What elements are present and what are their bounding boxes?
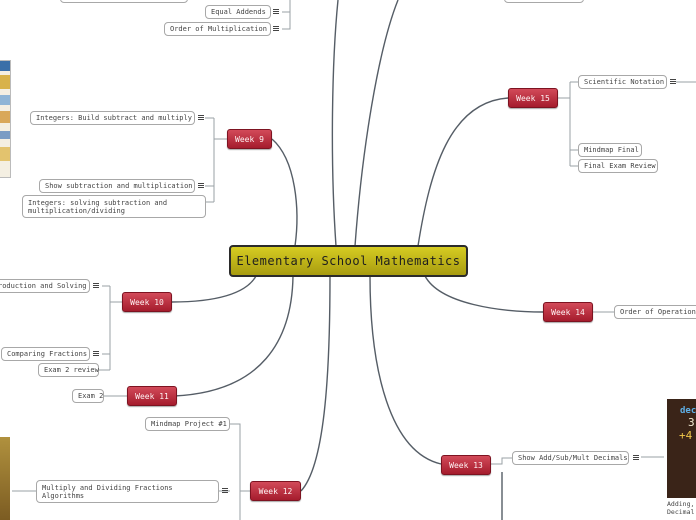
- menu-icon[interactable]: [222, 488, 228, 494]
- topic-mindmap-project-1[interactable]: Mindmap Project #1: [145, 417, 230, 431]
- week-node-15[interactable]: Week 15: [508, 88, 558, 108]
- decimals-image-thumbnail[interactable]: deci 3 +4: [667, 399, 696, 498]
- week-node-14[interactable]: Week 14: [543, 302, 593, 322]
- topic-node-partial-top-right[interactable]: [504, 0, 584, 3]
- topic-show-add-sub-mult-decimals[interactable]: Show Add/Sub/Mult Decimals: [512, 451, 629, 465]
- menu-icon[interactable]: [670, 79, 676, 85]
- topic-order-of-multiplication-label: Order of Multiplication: [170, 25, 267, 33]
- week-node-label: Week 14: [551, 308, 585, 317]
- week-node-label: Week 13: [449, 461, 483, 470]
- topic-equal-addends-label: Equal Addends: [211, 8, 266, 16]
- menu-icon[interactable]: [93, 351, 99, 357]
- topic-final-exam-review[interactable]: Final Exam Review: [578, 159, 658, 173]
- topic-exam-2-review[interactable]: Exam 2 review: [38, 363, 99, 377]
- topic-scientific-notation-label: Scientific Notation: [584, 78, 664, 86]
- topic-mindmap-project-1-label: Mindmap Project #1: [151, 420, 227, 428]
- topic-mindmap-final-label: Mindmap Final: [584, 146, 639, 154]
- topic-introduction-solving-label: roduction and Solving: [0, 282, 87, 290]
- topic-exam-2[interactable]: Exam 2: [72, 389, 104, 403]
- week-node-label: Week 12: [259, 487, 293, 496]
- topic-introduction-solving[interactable]: roduction and Solving: [0, 279, 90, 293]
- topic-equal-addends[interactable]: Equal Addends: [205, 5, 271, 19]
- menu-icon[interactable]: [273, 9, 279, 15]
- week-node-label: Week 10: [130, 298, 164, 307]
- topic-order-of-multiplication[interactable]: Order of Multiplication: [164, 22, 271, 36]
- week-node-13[interactable]: Week 13: [441, 455, 491, 475]
- week-node-label: Week 11: [135, 392, 169, 401]
- week-node-12[interactable]: Week 12: [250, 481, 301, 501]
- thumbnail-text-top: deci: [680, 406, 696, 416]
- thumbnail-text-bot: +4: [679, 429, 692, 442]
- week-node-11[interactable]: Week 11: [127, 386, 177, 406]
- week-node-label: Week 9: [235, 135, 264, 144]
- topic-integers-solving[interactable]: Integers: solving subtraction and multip…: [22, 195, 206, 218]
- thumbnail-text-mid: 3: [688, 416, 695, 429]
- topic-scientific-notation[interactable]: Scientific Notation: [578, 75, 667, 89]
- menu-icon[interactable]: [633, 455, 639, 461]
- topic-integers-build-label: Integers: Build subtract and multiply: [36, 114, 192, 122]
- topic-show-subtraction-multiplication[interactable]: Show subtraction and multiplication: [39, 179, 195, 193]
- topic-integers-build[interactable]: Integers: Build subtract and multiply: [30, 111, 195, 125]
- topic-order-of-operations[interactable]: Order of Operations: [614, 305, 696, 319]
- menu-icon[interactable]: [198, 183, 204, 189]
- menu-icon[interactable]: [273, 26, 279, 32]
- topic-integers-solving-label: Integers: solving subtraction and multip…: [28, 199, 200, 215]
- week-node-9[interactable]: Week 9: [227, 129, 272, 149]
- topic-exam-2-label: Exam 2: [78, 392, 103, 400]
- week-node-10[interactable]: Week 10: [122, 292, 172, 312]
- week-node-label: Week 15: [516, 94, 550, 103]
- menu-icon[interactable]: [93, 283, 99, 289]
- topic-comparing-fractions[interactable]: Comparing Fractions: [1, 347, 90, 361]
- topic-show-subtraction-multiplication-label: Show subtraction and multiplication: [45, 182, 193, 190]
- topic-order-of-operations-label: Order of Operations: [620, 308, 696, 316]
- menu-icon[interactable]: [198, 115, 204, 121]
- topic-mult-div-fractions-label: Multiply and Dividing Fractions Algorith…: [42, 484, 213, 500]
- topic-mindmap-final[interactable]: Mindmap Final: [578, 143, 642, 157]
- fractions-image-thumbnail[interactable]: [0, 437, 10, 520]
- topic-show-add-sub-mult-decimals-label: Show Add/Sub/Mult Decimals: [518, 454, 628, 462]
- central-topic[interactable]: Elementary School Mathematics: [229, 245, 468, 277]
- central-topic-label: Elementary School Mathematics: [236, 254, 460, 268]
- topic-mult-div-fractions[interactable]: Multiply and Dividing Fractions Algorith…: [36, 480, 219, 503]
- topic-node-partial-top-left[interactable]: [60, 0, 188, 3]
- topic-comparing-fractions-label: Comparing Fractions: [7, 350, 87, 358]
- topic-final-exam-review-label: Final Exam Review: [584, 162, 656, 170]
- worksheet-thumbnail[interactable]: [0, 60, 11, 178]
- image-caption: Adding, Decimal: [667, 500, 696, 516]
- topic-exam-2-review-label: Exam 2 review: [44, 366, 99, 374]
